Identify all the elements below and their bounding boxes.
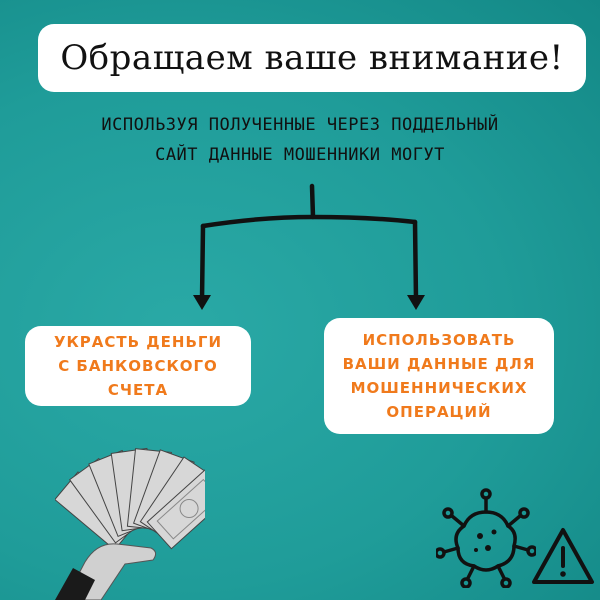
warning-icon [532, 528, 594, 584]
option-left-line-3: счета [107, 381, 169, 399]
subtitle-line-2: САЙТ ДАННЫЕ МОШЕННИКИ МОГУТ [155, 145, 445, 165]
option-left-line-2: с банковского [58, 357, 218, 375]
arrow-right-head [407, 295, 425, 310]
option-right-line-1: использовать [362, 331, 516, 349]
subtitle: ИСПОЛЬЗУЯ ПОЛУЧЕННЫЕ ЧЕРЕЗ ПОДДЕЛЬНЫЙ СА… [40, 110, 560, 170]
option-right-line-3: мошеннических [350, 379, 528, 397]
option-right-line-4: операций [386, 403, 492, 421]
virus-icon [436, 488, 536, 588]
option-right-line-2: ваши данные для [342, 355, 536, 373]
option-left-line-1: украсть деньги [53, 333, 223, 351]
option-left: украсть деньги с банковского счета [25, 326, 251, 406]
page-title: Обращаем ваше внимание! [60, 38, 564, 78]
money-hand-icon [55, 447, 205, 600]
subtitle-line-1: ИСПОЛЬЗУЯ ПОЛУЧЕННЫЕ ЧЕРЕЗ ПОДДЕЛЬНЫЙ [101, 115, 499, 135]
arrow-left-head [193, 295, 211, 310]
title-box: Обращаем ваше внимание! [38, 24, 586, 92]
option-right: использовать ваши данные для мошенническ… [324, 318, 554, 434]
